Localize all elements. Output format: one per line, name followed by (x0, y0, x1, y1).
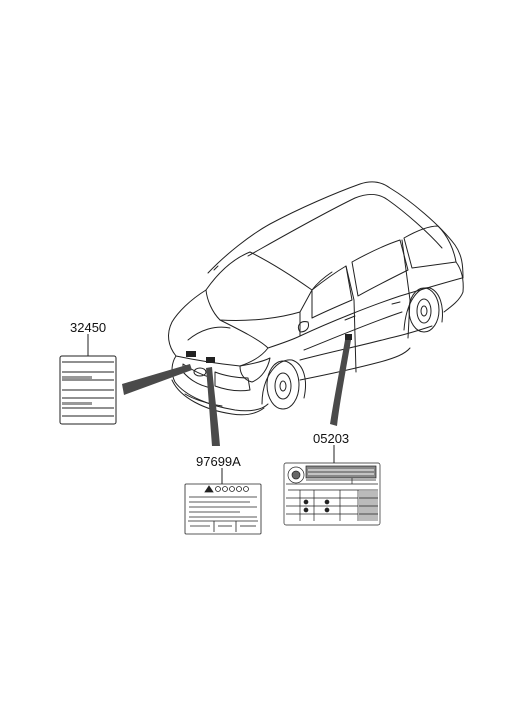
label-97699a (184, 483, 262, 535)
part-number-05203: 05203 (313, 431, 349, 446)
callout-wedges (122, 340, 351, 446)
label-32450 (59, 355, 117, 425)
part-number-97699a: 97699A (196, 454, 241, 469)
minivan-illustration (168, 181, 464, 416)
part-number-32450: 32450 (70, 320, 106, 335)
callout-markers (186, 334, 352, 363)
label-05203 (283, 462, 381, 526)
leader-lines (87, 334, 335, 484)
